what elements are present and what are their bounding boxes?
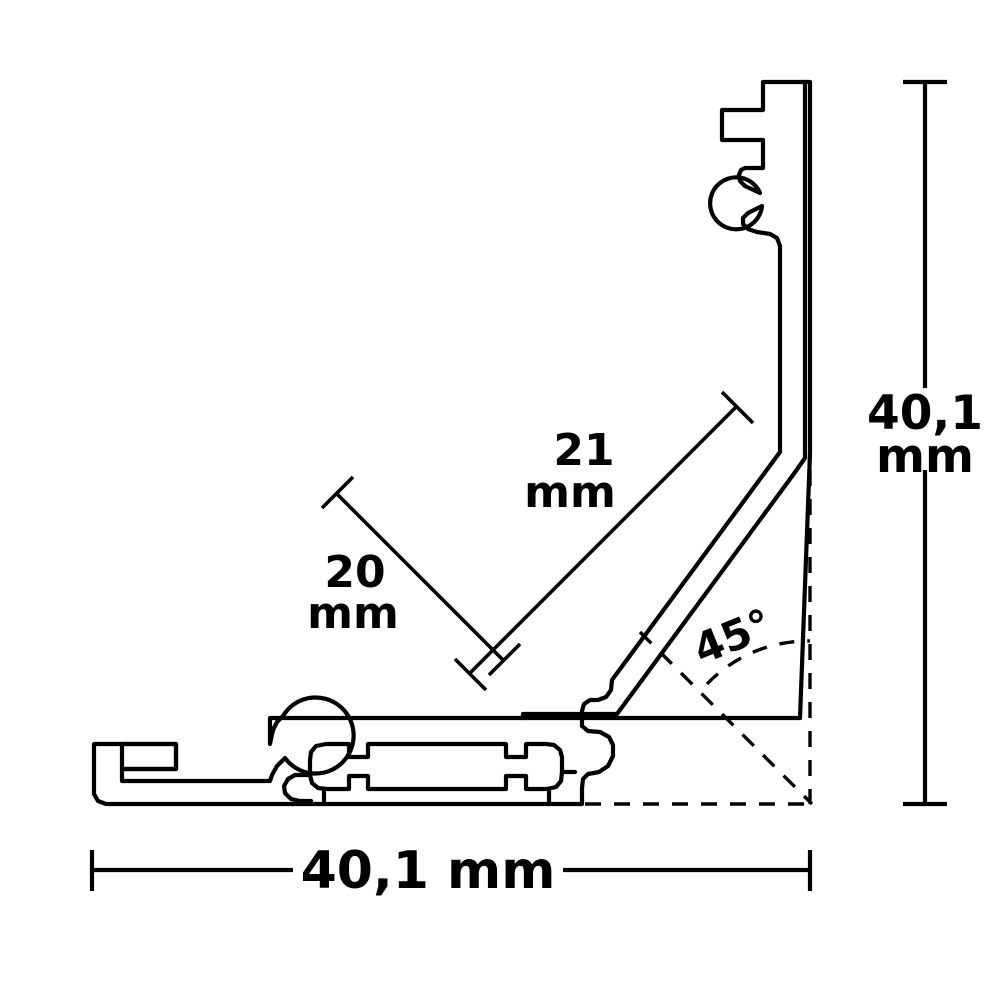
- dimension-height-group: 40,1 mm: [867, 79, 983, 807]
- dimension-20-unit: mm: [307, 588, 399, 639]
- dimension-width-group: 40,1 mm: [89, 841, 813, 901]
- angle-value: 45°: [687, 599, 779, 674]
- t-slot-lower-lip-left: [281, 772, 314, 804]
- dimension-20-tick-end: [487, 642, 522, 677]
- t-slot-left: [307, 741, 565, 792]
- dimension-21-tick-end: [720, 390, 755, 425]
- dimension-width-value: 40,1 mm: [301, 841, 556, 901]
- led-clip-left: [119, 741, 179, 772]
- dimension-20-line: [335, 492, 506, 663]
- angle-reference-diagonal: [638, 630, 814, 806]
- dimension-21-tick-start: [453, 657, 488, 692]
- dimension-21-unit: mm: [524, 467, 616, 518]
- angle-annotation-group: 45°: [585, 470, 814, 806]
- profile-outline-group: [91, 79, 813, 807]
- profile-main-body: [91, 79, 813, 807]
- dimension-20-value: 20: [324, 547, 385, 598]
- dimension-20-tick-start: [320, 475, 355, 510]
- dimension-21-value: 21: [553, 425, 614, 476]
- dimension-height-value: 40,1: [867, 386, 983, 441]
- profile-diagonal-inner-wall: [520, 472, 796, 721]
- dimension-diagonal-21-group: 21 mm: [453, 390, 755, 692]
- dimension-diagonal-20-group: 20 mm: [307, 475, 522, 677]
- dimension-21-line: [468, 404, 739, 675]
- profile-vertical-inner-wall: [790, 79, 808, 478]
- dimension-height-unit: mm: [876, 429, 974, 484]
- angle-arc: [705, 639, 811, 686]
